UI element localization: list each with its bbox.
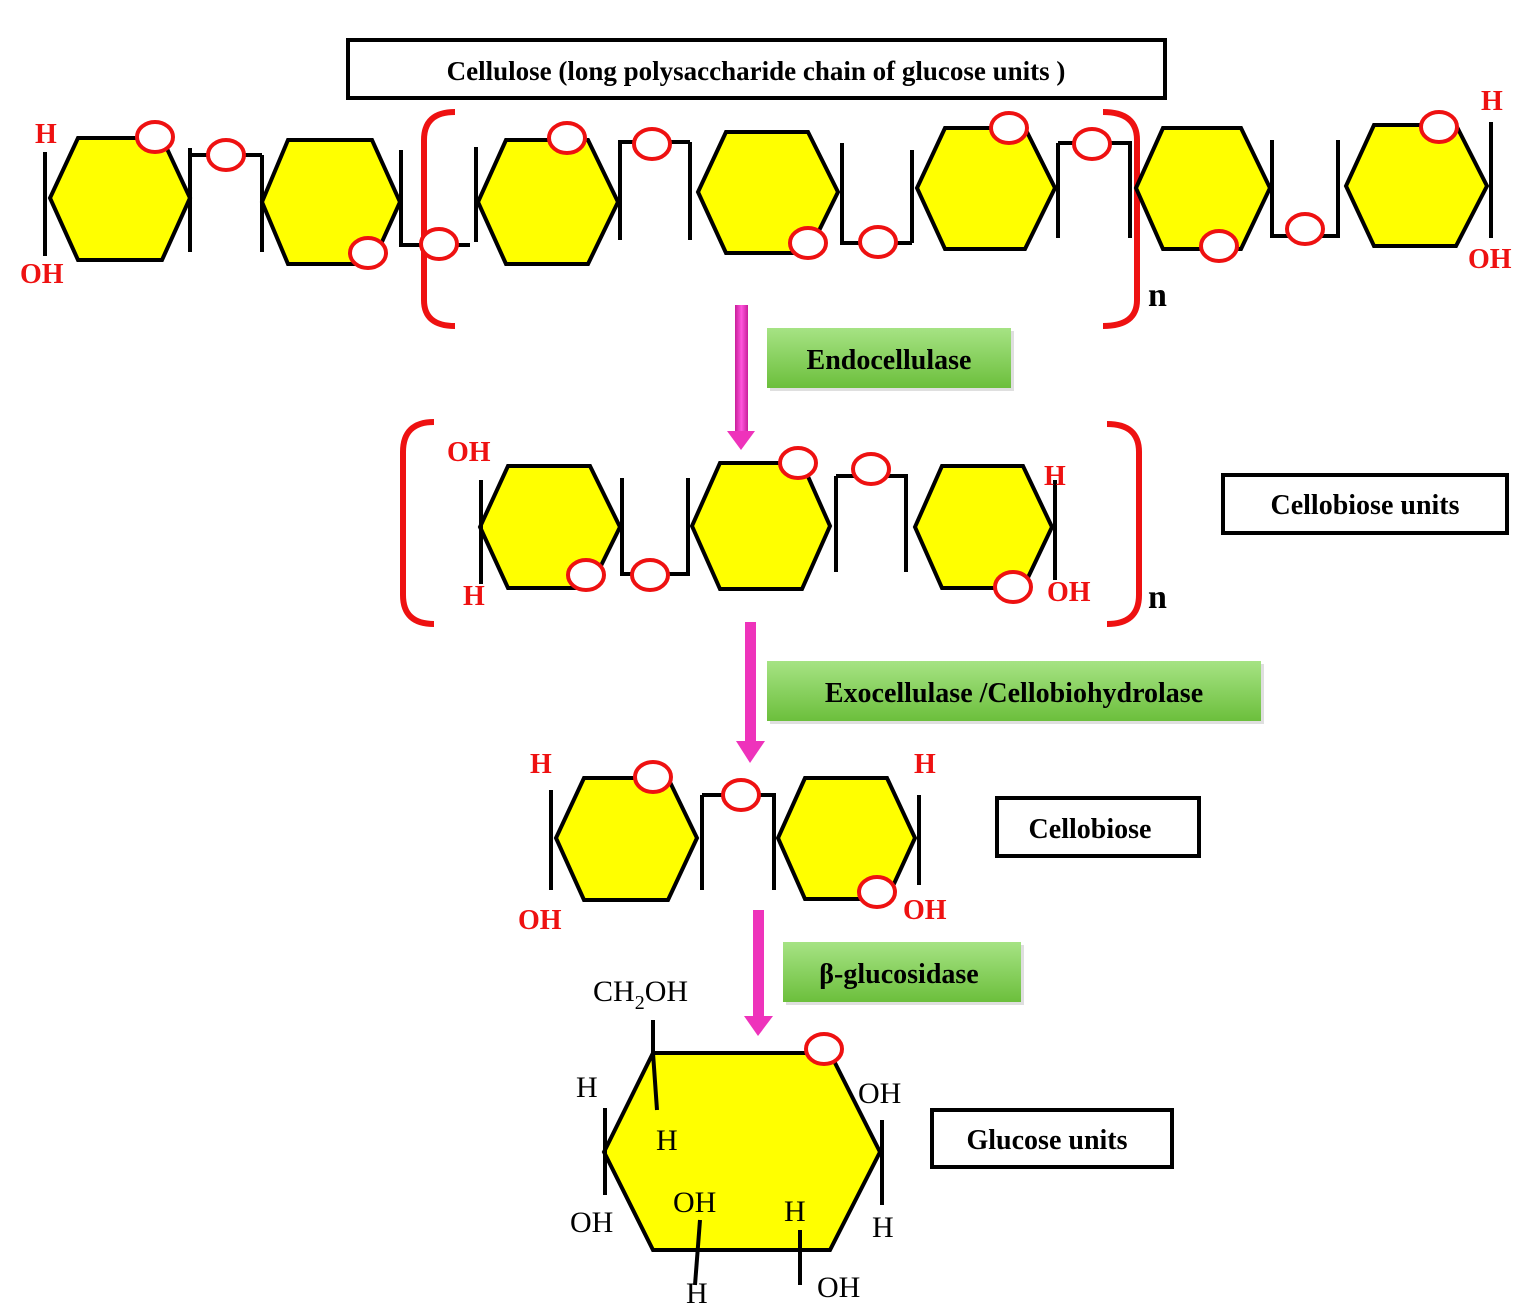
oh-group-label: OH — [1468, 244, 1512, 275]
glucose-ring — [1343, 123, 1490, 248]
reaction-arrow-endocellulase — [727, 305, 755, 450]
oxygen-atom — [778, 446, 818, 480]
oh-group-label: OH — [20, 259, 64, 290]
repeat-n-label: n — [1148, 277, 1167, 314]
reaction-arrow-exocellulase — [736, 622, 765, 763]
glucose-ring — [689, 461, 833, 591]
glucose-structure: CH2OH H H OH OH OH H H H OH — [570, 975, 901, 1303]
repeat-bracket-left — [421, 109, 456, 329]
enzyme-label-endocellulase: Endocellulase — [807, 345, 972, 376]
ch2oh-group-label: CH2OH — [593, 975, 688, 1014]
cellobiose-label: Cellobiose — [1029, 814, 1152, 845]
h-atom-label: H — [530, 749, 552, 780]
oxygen-atom — [857, 875, 897, 909]
cellobiose-units-structure: n OH H H OH — [400, 419, 1167, 627]
oxygen-atom — [566, 558, 606, 592]
oxygen-atom — [1199, 229, 1239, 263]
oh-group-label: OH — [817, 1271, 860, 1303]
enzyme-box-beta-glucosidase: β-glucosidase — [783, 942, 1024, 1005]
repeat-bracket-right — [1106, 421, 1142, 627]
enzyme-box-exocellulase: Exocellulase /Cellobiohydrolase — [767, 661, 1264, 724]
enzyme-label-beta-glucosidase: β-glucosidase — [819, 959, 978, 990]
oh-group-label: OH — [858, 1077, 901, 1110]
oxygen-atom — [348, 236, 388, 270]
h-atom-label: H — [1481, 86, 1503, 117]
oxygen-atoms — [135, 110, 1459, 270]
cellobiose-structure: H OH H OH — [518, 749, 947, 936]
oxygen-atom — [547, 121, 587, 155]
repeat-n-label: n — [1148, 579, 1167, 616]
glucose-units-box: Glucose units — [930, 1108, 1174, 1169]
oxygen-atom — [1285, 212, 1325, 246]
oh-bond-bottom — [693, 1219, 702, 1286]
title-label: Cellulose (long polysaccharide chain of … — [447, 56, 1066, 86]
glucose-units-label: Glucose units — [966, 1125, 1127, 1156]
oxygen-atom — [993, 570, 1033, 604]
glucose-ring — [912, 464, 1055, 590]
oxygen-atom — [788, 226, 828, 260]
oxygen-atom — [633, 760, 673, 794]
oh-group-label: OH — [903, 895, 947, 926]
oxygen-atom — [630, 558, 670, 592]
glycosidic-bond — [834, 474, 908, 572]
h-atom-label: H — [784, 1195, 806, 1228]
oxygen-atom — [989, 111, 1029, 145]
h-atom-label: H — [463, 581, 485, 612]
arrow-head — [727, 431, 755, 450]
h-atom-label: H — [656, 1124, 678, 1157]
oh-group-label: OH — [447, 437, 491, 468]
oxygen-atom — [804, 1032, 844, 1066]
glucose-ring — [47, 136, 193, 262]
h-atom-label: H — [914, 749, 936, 780]
repeat-bracket-left — [400, 419, 435, 627]
h-atom-label: H — [1044, 461, 1066, 492]
oxygen-atom — [721, 778, 761, 812]
h-atom-label: H — [686, 1277, 708, 1303]
glucose-ring — [553, 776, 700, 902]
h-atom-label: H — [35, 119, 57, 150]
oxygen-atom — [632, 127, 672, 161]
arrow-shaft — [745, 622, 756, 744]
cellulose-chain: n — [20, 86, 1512, 329]
oh-group-label: OH — [518, 905, 562, 936]
oxygen-atom — [135, 120, 175, 154]
arrow-head — [736, 741, 765, 763]
glucose-ring — [914, 126, 1058, 251]
oh-group-label: OH — [570, 1206, 613, 1239]
arrow-shaft — [753, 910, 764, 1018]
oxygen-atom — [419, 227, 459, 261]
enzyme-label-exocellulase: Exocellulase /Cellobiohydrolase — [825, 678, 1203, 709]
repeat-bracket-right — [1102, 109, 1140, 329]
oh-group-label: OH — [1047, 577, 1091, 608]
reaction-arrow-beta-glucosidase — [744, 910, 773, 1036]
oh-group-label: OH — [673, 1186, 716, 1219]
cellobiose-box: Cellobiose — [995, 796, 1201, 858]
cellobiose-units-label: Cellobiose units — [1270, 490, 1459, 521]
glucose-ring — [475, 138, 621, 266]
oxygen-atom — [1419, 110, 1459, 144]
glucose-ring — [601, 1051, 883, 1252]
arrow-head — [744, 1016, 773, 1036]
glucose-ring — [1133, 126, 1273, 251]
oxygen-atom — [1072, 127, 1112, 161]
oxygen-atom — [206, 138, 246, 172]
oxygen-atom — [858, 225, 898, 259]
enzyme-box-endocellulase: Endocellulase — [767, 328, 1014, 391]
h-atom-label: H — [872, 1211, 894, 1244]
h-atom-label: H — [576, 1071, 598, 1104]
oxygen-atom — [851, 452, 891, 486]
cellobiose-units-box: Cellobiose units — [1221, 473, 1509, 535]
title-box: Cellulose (long polysaccharide chain of … — [346, 38, 1167, 100]
ch2oh-bond — [651, 1020, 659, 1111]
glucose-ring — [775, 776, 918, 901]
arrow-shaft — [735, 305, 748, 433]
